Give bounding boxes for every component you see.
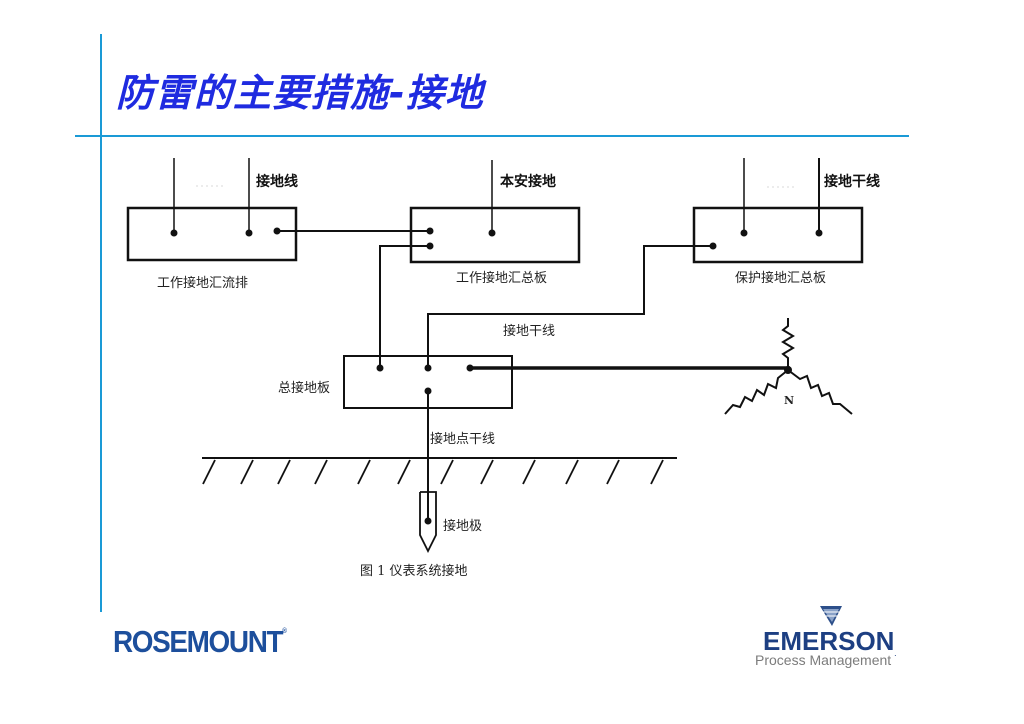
emerson-logo-text: EMERSON xyxy=(763,626,895,656)
neutral-label: N xyxy=(784,394,794,407)
intrinsic-safe-label: 本安接地 xyxy=(500,173,556,190)
main-board-label: 总接地板 xyxy=(278,380,330,396)
emerson-logo: EMERSON. xyxy=(763,626,896,658)
protective-to-main-trunk xyxy=(427,245,713,368)
ground-electrode-shape xyxy=(419,491,437,554)
connection-dots xyxy=(170,227,823,525)
process-management-text: Process Management xyxy=(755,652,892,668)
panel-to-main-link xyxy=(379,245,430,368)
emerson-emblem-icon xyxy=(820,606,842,626)
protective-ground-panel-box xyxy=(692,206,864,264)
accent-vertical-rule xyxy=(100,34,102,612)
transformer-neutral-star xyxy=(724,318,853,415)
figure-caption: 图 1 仪表系统接地 xyxy=(360,563,468,579)
protective-panel-label: 保护接地汇总板 xyxy=(735,270,826,286)
rosemount-logo: ROSEMOUNT® xyxy=(113,624,287,660)
point-trunk-label: 接地点干线 xyxy=(430,431,495,447)
working-ground-panel-box xyxy=(409,206,581,264)
rosemount-logo-text: ROSEMOUNT xyxy=(113,624,284,659)
ground-hatching xyxy=(202,459,664,485)
electrode-label: 接地极 xyxy=(443,518,482,534)
emerson-logo-mark: . xyxy=(894,652,897,659)
ellipsis-dots xyxy=(196,185,794,188)
working-panel-label: 工作接地汇总板 xyxy=(456,270,547,286)
working-ground-busbar-box xyxy=(126,206,298,262)
accent-horizontal-rule xyxy=(75,135,909,137)
protective-wire-label: 接地干线 xyxy=(824,173,880,190)
busbar-label: 工作接地汇流排 xyxy=(157,275,248,291)
busbar-wire-label: 接地线 xyxy=(256,173,298,190)
trunk-label: 接地干线 xyxy=(503,323,555,339)
registered-mark: ® xyxy=(282,628,287,635)
slide-title: 防雷的主要措施-接地 xyxy=(116,71,484,115)
